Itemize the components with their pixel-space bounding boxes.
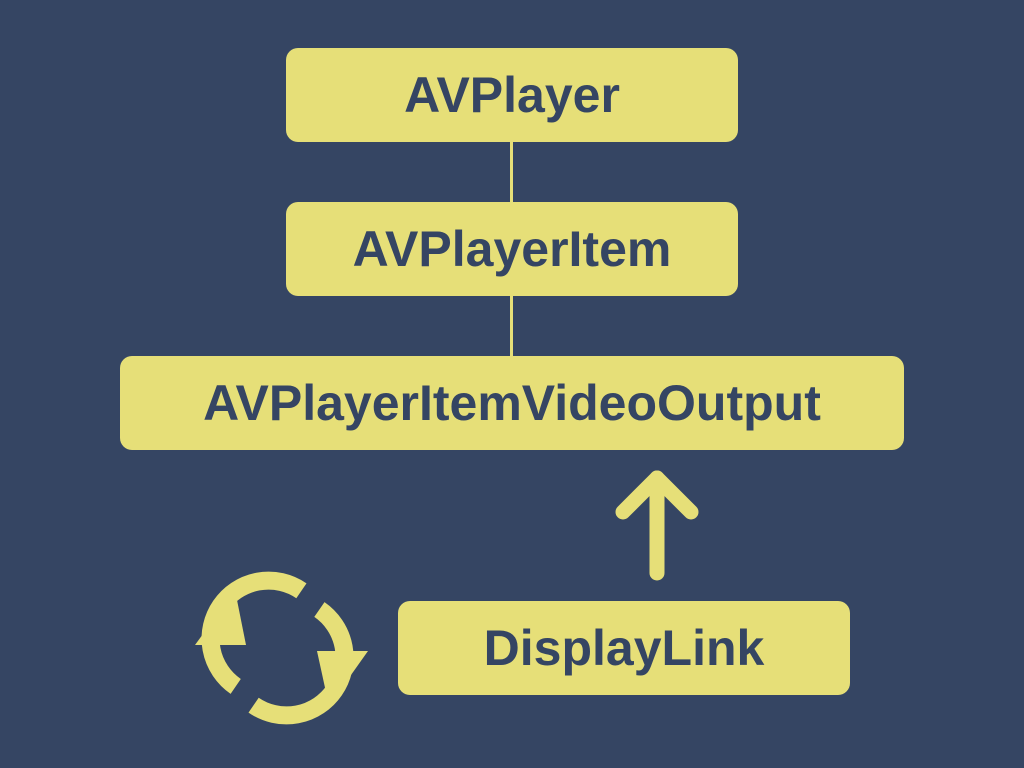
node-avplayer-label: AVPlayer xyxy=(404,67,620,123)
node-displaylink-label: DisplayLink xyxy=(483,620,765,676)
refresh-cycle-icon xyxy=(195,571,368,725)
node-displaylink: DisplayLink xyxy=(398,601,850,695)
node-avplayeritem-label: AVPlayerItem xyxy=(352,221,672,277)
connector-avplayer-to-avplayeritem xyxy=(510,142,513,202)
arrow-up-icon xyxy=(615,470,699,581)
node-avplayeritem: AVPlayerItem xyxy=(286,202,738,296)
node-avplayer: AVPlayer xyxy=(286,48,738,142)
node-avplayeritemvideooutput: AVPlayerItemVideoOutput xyxy=(120,356,904,450)
connector-avplayeritem-to-videooutput xyxy=(510,296,513,356)
node-videooutput-label: AVPlayerItemVideoOutput xyxy=(203,375,821,431)
